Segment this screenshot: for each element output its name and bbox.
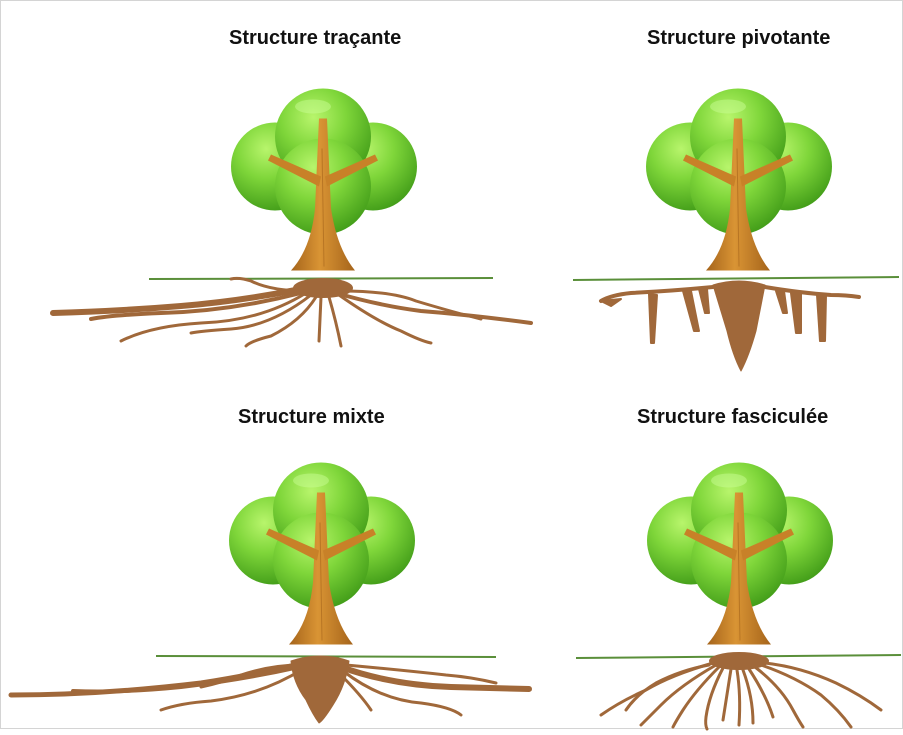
ground-line [573,277,899,280]
pivotante-roots [601,281,859,371]
panel-mixte: Structure mixte [1,365,451,729]
panel-fasciculee: Structure fasciculée [451,365,901,729]
tap-root [713,281,765,371]
tree-pivotante-illustration [451,1,903,371]
panel-pivotante: Structure pivotante [451,1,901,365]
fasciculee-roots [601,663,881,729]
panel-tracante: Structure traçante [1,1,451,365]
tree-fasciculee-illustration [451,365,903,735]
